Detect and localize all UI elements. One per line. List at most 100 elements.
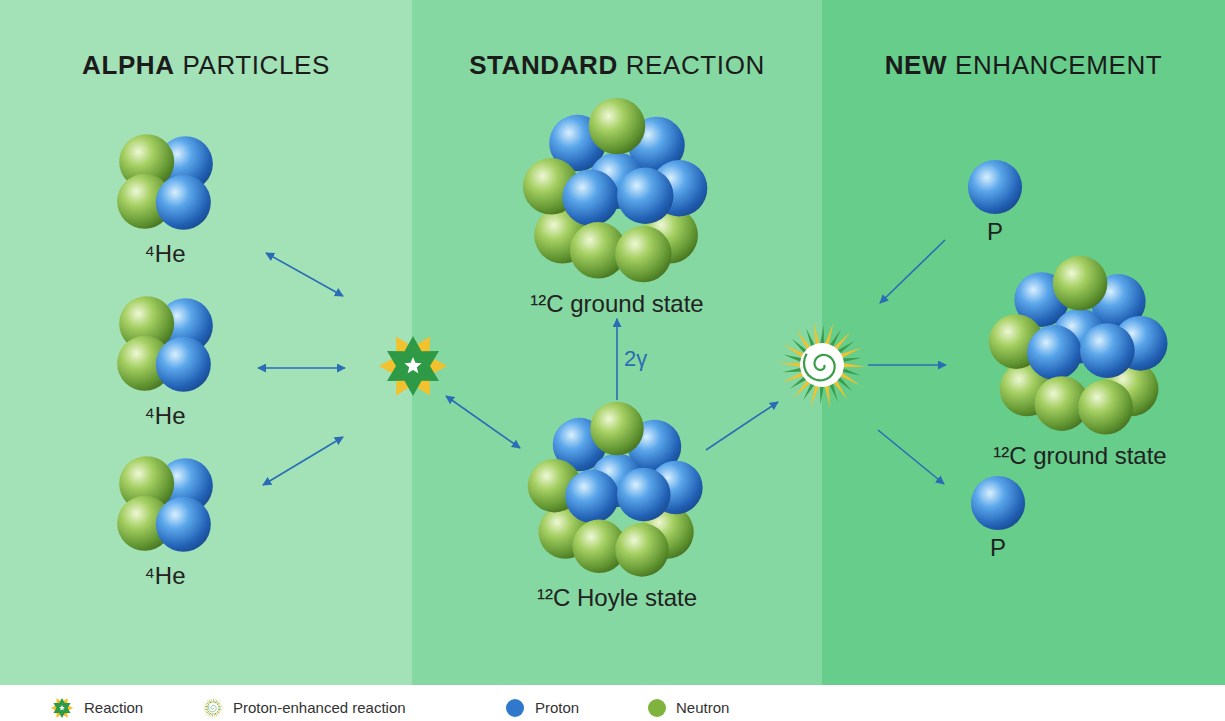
legend-text: Proton [535,699,579,717]
legend-swatch [506,699,524,717]
burst-ray [214,713,215,719]
burst-ray [213,698,214,703]
legend-icon [201,696,225,720]
burst-ray [833,379,848,400]
neutron [590,402,644,456]
nucleus-node: ¹²C Hoyle state [526,400,708,613]
burst-ray [217,710,222,714]
burst-ray [203,710,209,713]
burst-ray [836,341,854,354]
arrow [868,364,946,366]
burst-ray [203,709,208,710]
burst-ray [782,372,805,383]
neutron [615,523,669,577]
proton [565,470,619,524]
star-rays [51,698,73,717]
burst-ray [783,368,803,373]
burst-ray [203,703,208,707]
burst-ray [825,384,831,408]
proton [617,468,671,522]
burst-core [208,703,219,714]
proton [1027,325,1082,380]
neutron [1078,380,1133,435]
burst-ray [213,713,214,718]
panel-heading: ALPHA PARTICLES [0,50,412,81]
burst-ray [218,708,224,709]
arrow [258,367,345,369]
nucleus [109,126,221,238]
proton-ball [969,474,1027,532]
nucleus-label: ⁴He [145,562,186,591]
nucleus [521,96,713,288]
proton [156,497,211,552]
proton-enhanced-symbol [778,322,866,409]
legend-icon [503,696,527,720]
proton-enhanced-symbol [202,697,224,719]
proton [156,337,211,392]
burst-ray [790,376,808,389]
edge-label: 2γ [624,346,647,372]
burst-ray [825,323,834,347]
burst-swirl [209,705,217,712]
reaction-symbol [51,698,73,718]
burst-ray [803,382,815,400]
nucleus-node: ¹²C ground state [987,254,1173,471]
panel-heading: NEW ENHANCEMENT [822,50,1225,81]
neutron [615,226,671,282]
nucleus-node: ⁴He [109,126,221,269]
burst-ray [839,348,862,359]
burst-ray [811,384,820,408]
legend-text: Proton-enhanced reaction [233,699,406,717]
burst-ray [833,332,851,351]
nucleus-node: ⁴He [109,448,221,591]
proton [156,175,211,230]
nucleus-label: ¹²C ground state [993,442,1166,471]
burst-ray [211,697,212,703]
panel-band: NEW ENHANCEMENTP¹²C ground stateP [822,0,1225,685]
burst-ray [806,328,815,348]
burst-swirl [804,354,835,381]
legend-swatch [648,699,666,717]
burst-ray [796,330,811,351]
burst-ray [792,339,808,354]
legend-text: Neutron [676,699,729,717]
arrow [878,430,944,484]
nucleus-label: ⁴He [145,240,186,269]
nucleus [987,254,1173,440]
star-body [387,336,439,396]
proton [971,476,1025,530]
nucleus-node: ⁴He [109,288,221,431]
burst-ray [836,376,852,391]
panel-band: STANDARD REACTION ¹²C ground state ¹²C Hoy… [412,0,822,685]
reaction-symbol [379,336,447,396]
burst-ray [202,708,208,709]
nucleus-label: P [987,218,1003,247]
nucleus-node: ¹²C ground state [521,96,713,319]
nucleus-label: ⁴He [145,402,186,431]
nucleus-label: ¹²C ground state [530,290,703,319]
burst-ray [814,322,820,346]
burst-ray [218,706,223,707]
burst-ray [778,363,802,367]
star-body [53,698,70,718]
proton [562,169,618,225]
connector-arrow [616,319,618,400]
burst-ray [841,368,861,376]
burst-ray [829,382,838,402]
arrow [880,240,945,303]
burst-ray [217,704,223,707]
arrow [263,437,343,485]
burst-ray [820,325,824,345]
panel-heading: STANDARD REACTION [412,50,822,81]
nucleus [109,448,221,560]
burst-ray [783,344,805,358]
panel-band: ALPHA PARTICLES ⁴He ⁴He ⁴He [0,0,412,685]
star-core [59,705,65,710]
proton [617,168,673,224]
arrow [266,253,343,296]
arrow [446,396,520,448]
proton [968,160,1022,214]
nucleus-label: P [990,534,1006,563]
nucleus-label: ¹²C Hoyle state [537,584,697,613]
